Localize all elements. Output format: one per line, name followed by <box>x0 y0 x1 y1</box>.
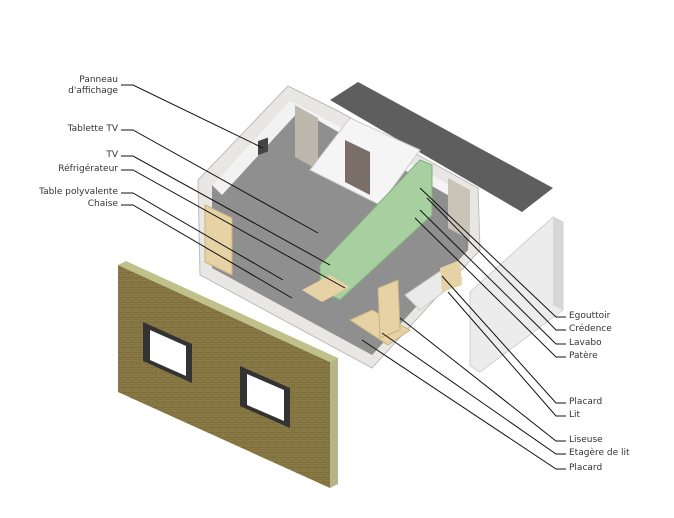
label-egouttoir: Egouttoir <box>569 311 611 321</box>
label-refrigerateur: Réfrigérateur <box>58 164 118 174</box>
label-table-polyvalente: Table polyvalente <box>39 187 118 197</box>
label-lavabo: Lavabo <box>569 338 602 348</box>
table-polyvalente <box>302 275 350 302</box>
label-tablette-tv: Tablette TV <box>67 124 118 134</box>
leader-lines <box>121 84 566 470</box>
label-tv: TV <box>106 150 118 160</box>
panneau-affichage <box>258 137 268 156</box>
label-patere: Patère <box>569 351 598 361</box>
label-placard-2: Placard <box>569 463 603 473</box>
placard-bed <box>377 279 401 339</box>
label-credence: Crédence <box>569 324 612 334</box>
label-etagere-de-lit: Etagère de lit <box>569 448 630 458</box>
label-line: d'affichage <box>68 86 118 96</box>
label-lit: Lit <box>569 410 581 420</box>
label-liseuse: Liseuse <box>569 435 603 445</box>
detached-wall-right <box>469 216 564 373</box>
label-placard: Placard <box>569 397 603 407</box>
roof-slab <box>330 82 553 212</box>
shelving-left <box>204 204 233 276</box>
door-left <box>295 105 318 170</box>
label-line: Panneau <box>79 75 118 85</box>
label-chaise: Chaise <box>87 199 118 209</box>
brick-facade <box>118 265 330 488</box>
